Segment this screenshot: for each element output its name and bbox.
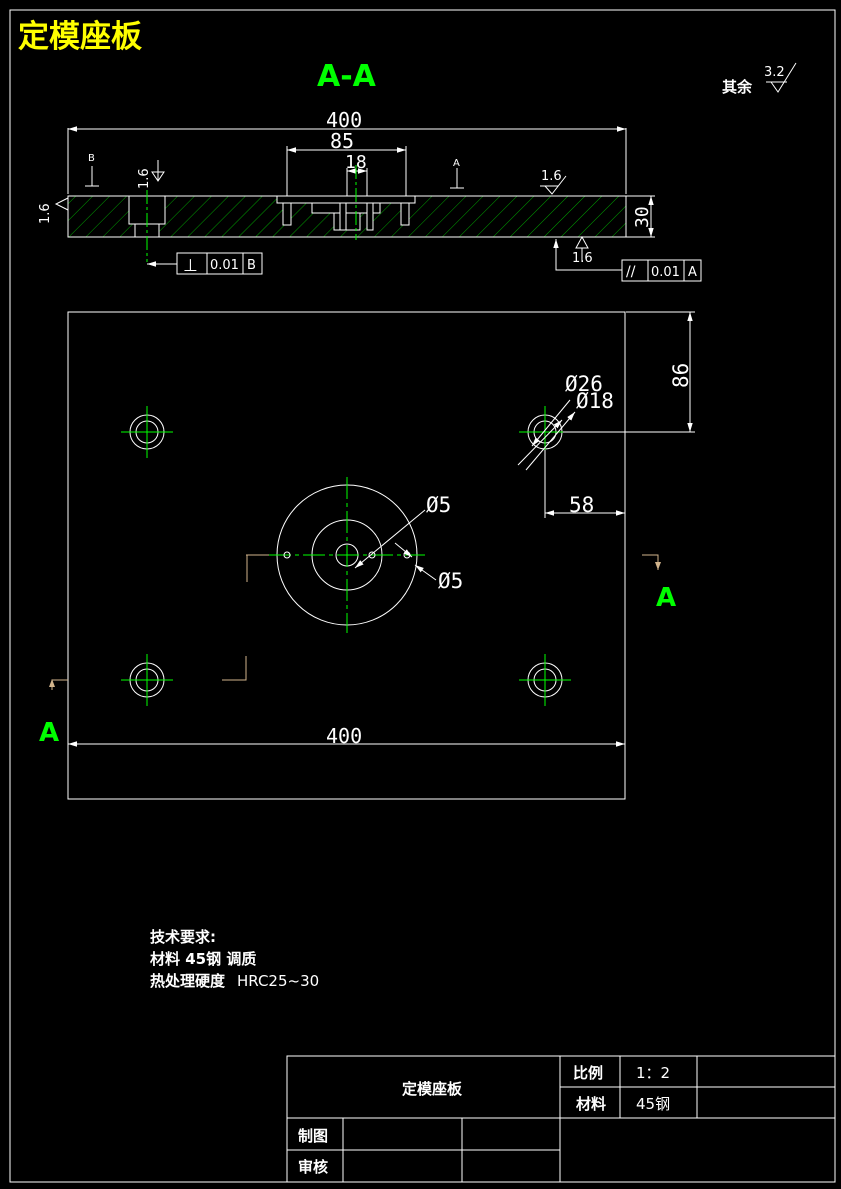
datum-b-label: B (88, 153, 95, 164)
dim-400-top: 400 (326, 108, 362, 132)
dim-30: 30 (632, 206, 653, 228)
plan-view: A A Ø26 Ø18 86 58 Ø5 Ø5 400 (39, 311, 695, 800)
roughness-left: 1.6 (38, 203, 53, 224)
tolerance-perp-symbol: ⊥ (183, 256, 198, 276)
bolt-hole-bottom-left (121, 654, 173, 706)
tolerance-perp-value: 0.01 (210, 258, 239, 273)
dim-86: 86 (669, 363, 693, 388)
tolerance-par-datum: A (688, 265, 697, 280)
tolerance-par-value: 0.01 (651, 265, 680, 280)
tolerance-perp-datum: B (247, 258, 256, 273)
notes-heading: 技术要求: (150, 928, 216, 946)
cut-label-left: A (39, 718, 59, 748)
datum-a-label: A (453, 158, 460, 169)
dim-58: 58 (569, 493, 594, 517)
tolerance-par-symbol: // (626, 264, 636, 280)
notes-line2-val: HRC25~30 (237, 972, 319, 990)
roughness-other-symbol (766, 62, 797, 93)
dia-5-b: Ø5 (438, 569, 463, 593)
drawing-frame (9, 9, 836, 1183)
tolerance-par-frame (621, 259, 702, 282)
roughness-hole: 1.6 (137, 168, 152, 189)
center-recess (276, 195, 416, 204)
plan-outline (67, 311, 626, 800)
bolt-hole-top-left (121, 406, 173, 458)
notes-line2-cn: 热处理硬度 (150, 972, 226, 990)
title-block-scale-value: 1：2 (636, 1064, 670, 1082)
dia-26: Ø26 (565, 372, 603, 396)
notes-line1: 材料 45钢 调质 (150, 950, 256, 968)
title-block-part-name: 定模座板 (402, 1080, 463, 1098)
title-block-material-label: 材料 (576, 1095, 606, 1113)
title-block-drawn-label: 制图 (298, 1127, 328, 1145)
drawing-title: 定模座板 (18, 19, 142, 55)
roughness-other-label: 其余 (722, 78, 753, 96)
section-label: A-A (317, 59, 377, 94)
dim-85: 85 (330, 129, 354, 153)
title-block (286, 1055, 836, 1183)
section-view: 400 85 18 30 B A (38, 108, 702, 282)
title-block-checked-label: 审核 (298, 1158, 328, 1176)
roughness-bottom: 1.6 (572, 251, 593, 266)
dia-18: Ø18 (576, 389, 614, 413)
dim-18: 18 (345, 152, 367, 173)
title-block-material-value: 45钢 (636, 1095, 670, 1113)
dia-5-a: Ø5 (426, 493, 451, 517)
title-block-scale-label: 比例 (573, 1064, 603, 1082)
tolerance-perp-frame (176, 252, 263, 275)
bolt-hole-bottom-right (519, 654, 571, 706)
bolt-hole-top-right (519, 406, 571, 458)
roughness-top: 1.6 (541, 169, 562, 184)
roughness-other-value: 3.2 (764, 65, 785, 80)
cut-label-right: A (656, 583, 676, 613)
center-feature (269, 477, 425, 633)
dim-400-bottom: 400 (326, 724, 362, 748)
